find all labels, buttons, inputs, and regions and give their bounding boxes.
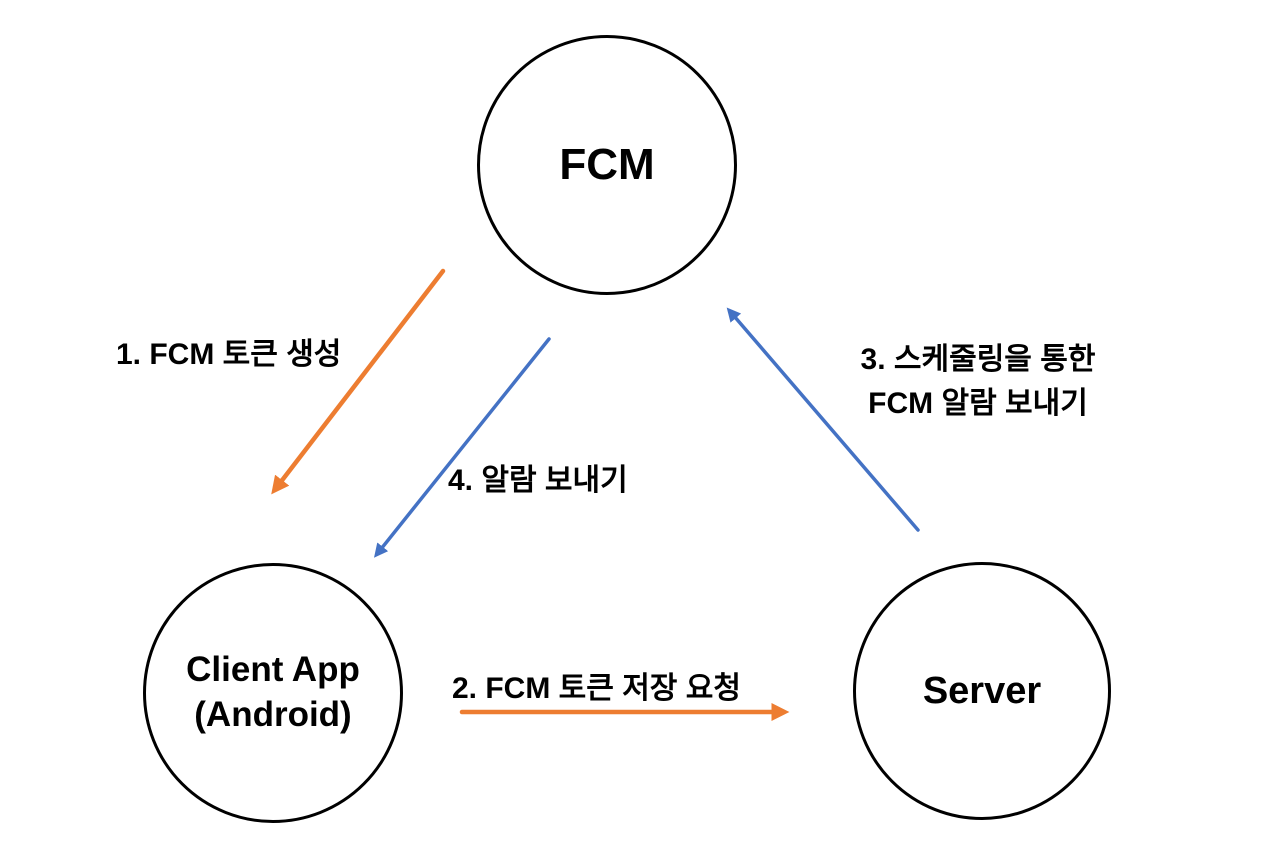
edge-label-send-alarm: 4. 알람 보내기 [448, 464, 628, 497]
arrow-fcm-to-client-send-alarm [374, 337, 551, 558]
edge-label-token-save-request: 2. FCM 토큰 저장 요청 [452, 672, 741, 705]
arrow-server-to-fcm-scheduled-push [726, 307, 920, 532]
node-client-app: Client App (Android) [143, 563, 403, 823]
node-server-label: Server [922, 669, 1042, 712]
node-client-app-label-line2: (Android) [194, 695, 352, 734]
edge-label-token-create: 1. FCM 토큰 생성 [116, 338, 342, 371]
edge-label-scheduled-push-line2: FCM 알람 보내기 [868, 386, 1088, 420]
node-server: Server [853, 562, 1111, 820]
node-fcm: FCM [477, 35, 737, 295]
arrow-fcm-to-client-token-create [271, 268, 446, 495]
edge-label-scheduled-push-line1: 3. 스케줄링을 통한 [860, 343, 1096, 376]
node-fcm-label: FCM [559, 140, 655, 189]
node-client-app-label-line1: Client App [186, 650, 360, 690]
edge-label-scheduled-push: 3. 스케줄링을 통한 FCM 알람 보내기 [828, 338, 1128, 425]
